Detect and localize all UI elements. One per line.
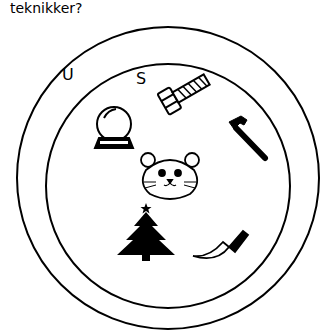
note-text: teknikker? [10,0,83,16]
set-label: U [62,66,74,84]
christmas-tree-icon [117,203,175,261]
hamster-icon [141,153,199,199]
knife-icon [193,231,248,258]
circle-outline [45,63,291,309]
hammer-icon [229,116,265,158]
set-circle: S [45,63,291,309]
set-circle: US [16,26,320,330]
crystal-ball-icon [95,107,133,148]
circle-outline [16,26,320,330]
bolt-icon [157,69,212,115]
set-label: S [136,70,146,88]
